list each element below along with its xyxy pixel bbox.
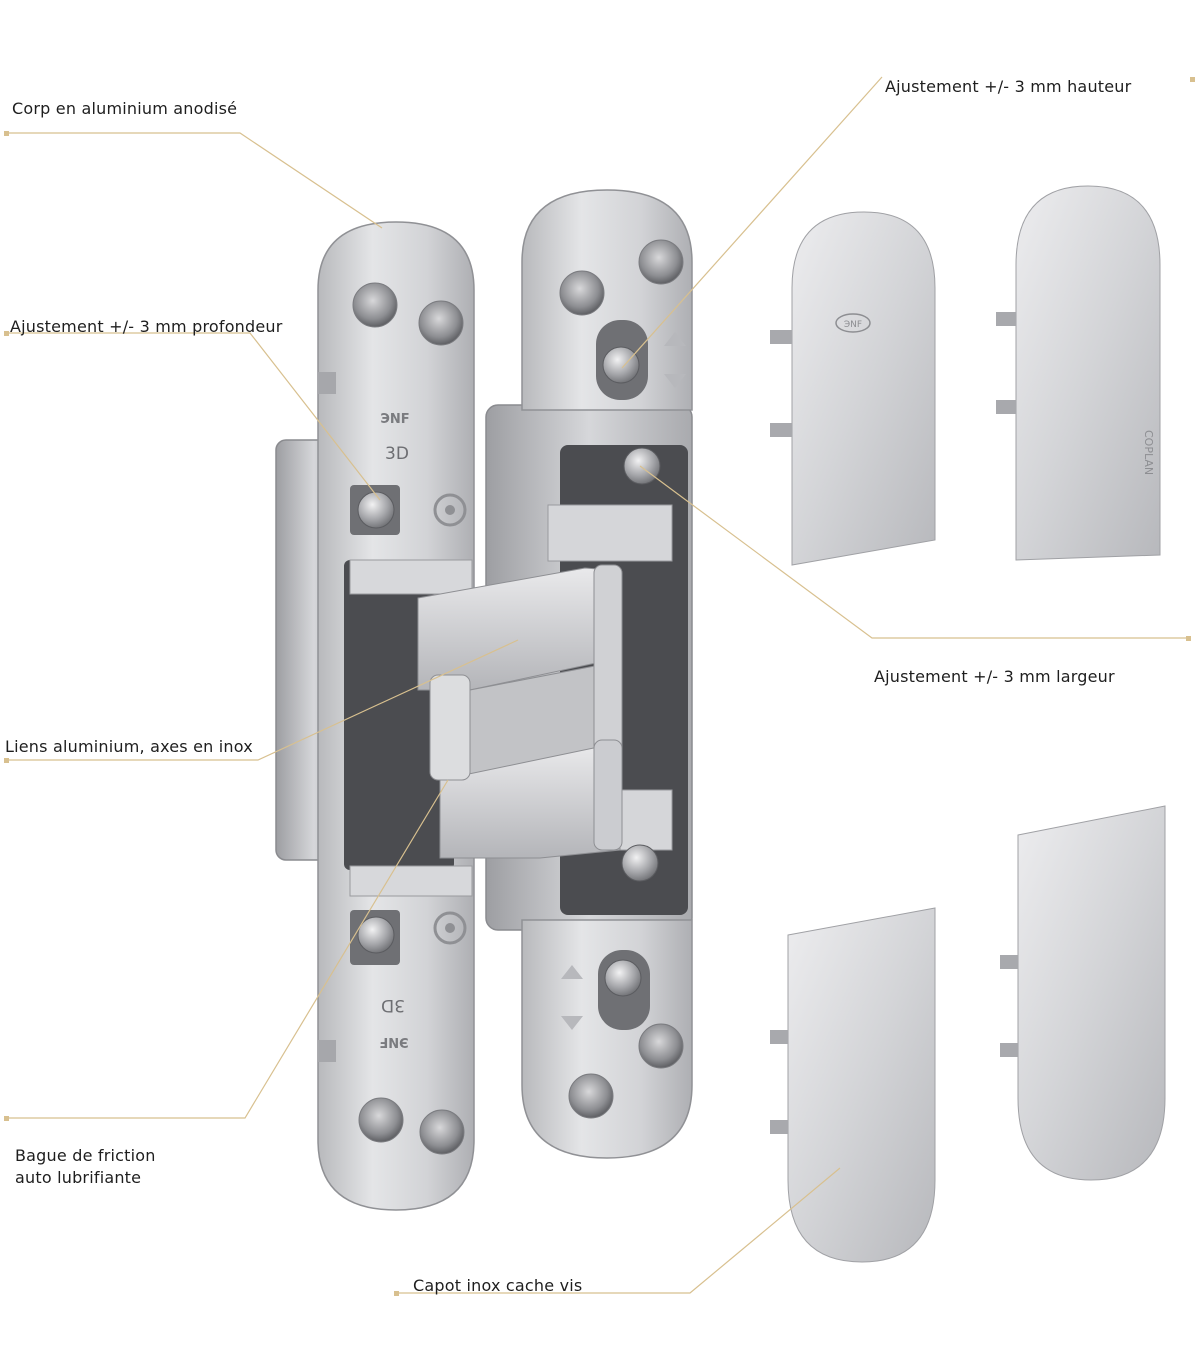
model-engraving-top: 3D — [385, 444, 409, 464]
cover-cap-bottom-right — [1000, 805, 1166, 1181]
cover-coplan-engraving: COPLAN — [1142, 430, 1155, 475]
callout-friction-bushing: Bague de friction auto lubrifiante — [15, 1145, 215, 1189]
leader-line-height — [621, 76, 883, 369]
callout-body-material: Corp en aluminium anodisé — [12, 99, 238, 118]
callout-height-adjustment: Ajustement +/- 3 mm hauteur — [885, 77, 1132, 96]
leader-line-links — [6, 639, 519, 761]
brand-engraving-top: ЭNF — [380, 412, 409, 427]
cover-cap-top-left — [770, 211, 936, 566]
brand-engraving-bottom: ЭNF — [379, 1034, 408, 1049]
model-engraving-bottom: 3D — [381, 995, 405, 1015]
callout-friction-bushing-line1: Bague de friction — [15, 1146, 156, 1165]
cover-cap-bottom-left — [770, 907, 936, 1263]
callout-links: Liens aluminium, axes en inox — [5, 737, 253, 756]
leader-line-bushing — [6, 779, 449, 1119]
callout-depth-adjustment: Ajustement +/- 3 mm profondeur — [10, 317, 283, 336]
hinge-links — [417, 564, 623, 859]
leader-line-width — [639, 465, 1188, 639]
leader-line-cover — [396, 1167, 841, 1294]
leader-line-body — [6, 132, 383, 229]
callout-width-adjustment: Ajustement +/- 3 mm largeur — [874, 667, 1115, 686]
cover-brand-engraving: ЭNF — [844, 320, 862, 330]
leader-dots — [4, 77, 1195, 1296]
leader-line-depth — [6, 332, 381, 501]
callout-cover-cap: Capot inox cache vis — [413, 1276, 583, 1295]
cover-cap-top-right — [996, 185, 1161, 561]
callout-friction-bushing-line2: auto lubrifiante — [15, 1168, 142, 1187]
leader-lines — [6, 76, 1188, 1294]
